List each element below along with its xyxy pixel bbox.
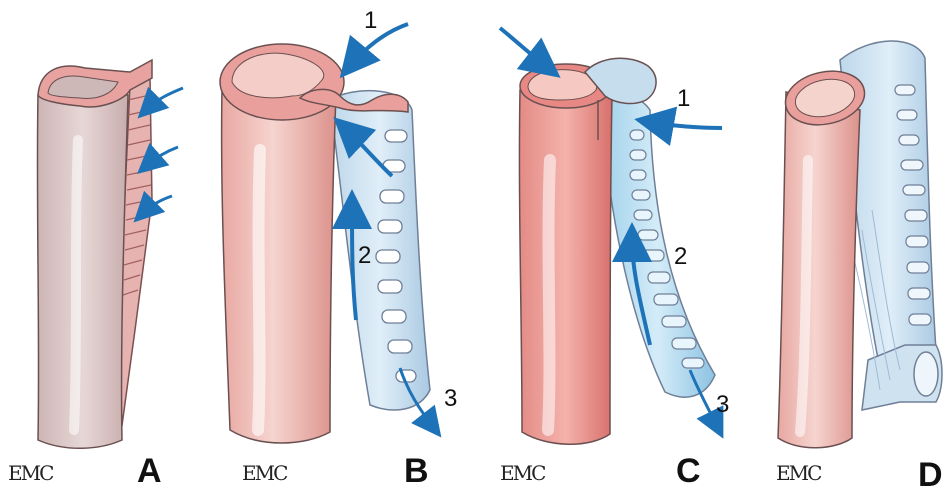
highlight-a <box>74 140 78 430</box>
vessel-a <box>37 95 128 448</box>
vessel-d <box>778 92 860 448</box>
step-label-c1: 1 <box>677 85 690 112</box>
vessel-c <box>519 90 612 444</box>
flow-arrow-c-entry-top <box>500 28 548 68</box>
panel-label-c: C <box>676 452 701 490</box>
panel-b: 1 2 3 EMC B <box>220 7 457 490</box>
emc-logo-a: EMC <box>8 461 54 485</box>
step-label-c2: 2 <box>674 243 687 270</box>
step-label-b3: 3 <box>444 385 457 412</box>
highlight-c <box>548 160 550 430</box>
panel-d: EMC D <box>776 41 943 494</box>
step-label-b2: 2 <box>358 242 371 269</box>
vessel-b <box>222 88 336 443</box>
false-lumen-c <box>600 96 715 397</box>
flow-arrow-b1 <box>350 24 408 66</box>
panel-label-d: D <box>918 456 943 494</box>
flow-arrow-a1 <box>146 88 183 110</box>
highlight-b <box>258 150 260 430</box>
emc-logo-b: EMC <box>242 461 288 485</box>
emc-logo-d: EMC <box>776 461 822 485</box>
step-label-b1: 1 <box>364 7 377 34</box>
panel-c: 1 2 3 EMC C <box>500 28 729 490</box>
distal-tube-d-opening <box>914 352 938 396</box>
step-label-c3: 3 <box>716 391 729 418</box>
panel-label-a: A <box>137 452 162 490</box>
panel-label-b: B <box>404 452 429 490</box>
emc-logo-c: EMC <box>500 461 546 485</box>
flow-arrow-c1 <box>650 122 722 128</box>
panel-a: EMC A <box>8 60 183 490</box>
